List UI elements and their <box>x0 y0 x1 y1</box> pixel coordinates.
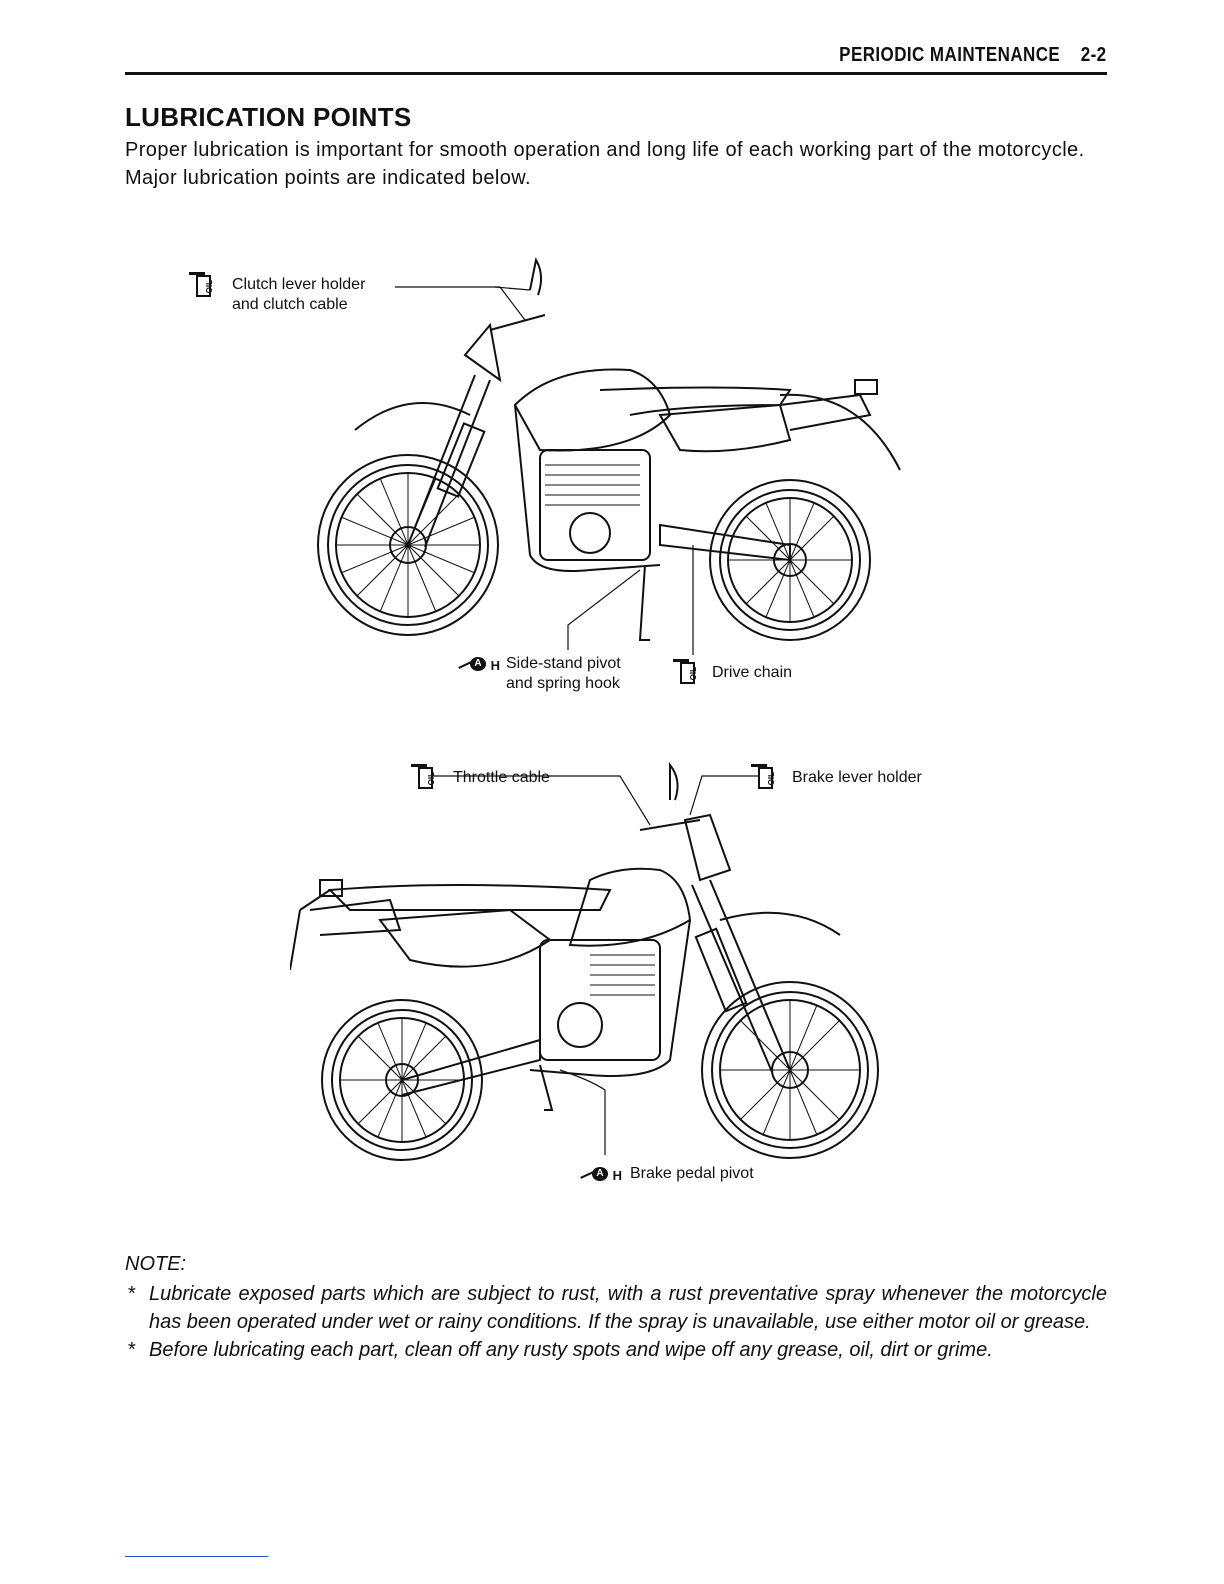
header-page-number: 2-2 <box>1081 44 1107 66</box>
note-section: NOTE: Lubricate exposed parts which are … <box>125 1250 1107 1364</box>
side-stand-label-line-2: and spring hook <box>506 675 620 692</box>
note-item: Before lubricating each part, clean off … <box>125 1336 1107 1364</box>
throttle-cable-label: OIL Throttle cable <box>418 767 433 789</box>
clutch-leader-line <box>390 285 530 325</box>
intro-paragraph-2: Major lubrication points are indicated b… <box>125 164 1107 192</box>
header-section-title: PERIODIC MAINTENANCE <box>840 44 1061 66</box>
intro-text: Proper lubrication is important for smoo… <box>125 136 1107 192</box>
brake-lever-label: OIL Brake lever holder <box>758 767 773 789</box>
clutch-label-line-2: and clutch cable <box>232 296 348 313</box>
clutch-label-line-1: Clutch lever holder <box>232 276 365 293</box>
drive-chain-label: OIL Drive chain <box>680 662 695 684</box>
throttle-cable-text: Throttle cable <box>453 768 550 788</box>
page-title: LUBRICATION POINTS <box>125 102 412 133</box>
motorcycle-left-side-illustration <box>290 760 890 1180</box>
drive-chain-text: Drive chain <box>712 663 792 683</box>
brake-pedal-text: Brake pedal pivot <box>630 1164 754 1184</box>
brake-lever-text: Brake lever holder <box>792 768 922 788</box>
oil-can-icon: OIL <box>680 662 695 684</box>
page-header: PERIODIC MAINTENANCE 2-2 <box>125 44 1107 75</box>
side-stand-label-line-1: Side-stand pivot <box>506 655 621 672</box>
clutch-lever-label: OIL Clutch lever holder and clutch cable <box>196 275 211 297</box>
oil-can-icon: OIL <box>418 767 433 789</box>
oil-can-icon: OIL <box>758 767 773 789</box>
note-item: Lubricate exposed parts which are subjec… <box>125 1280 1107 1336</box>
note-title: NOTE: <box>125 1250 1107 1278</box>
footer-rule <box>125 1556 268 1557</box>
oil-can-icon: OIL <box>196 275 211 297</box>
note-list: Lubricate exposed parts which are subjec… <box>125 1280 1107 1364</box>
intro-paragraph-1: Proper lubrication is important for smoo… <box>125 136 1107 164</box>
